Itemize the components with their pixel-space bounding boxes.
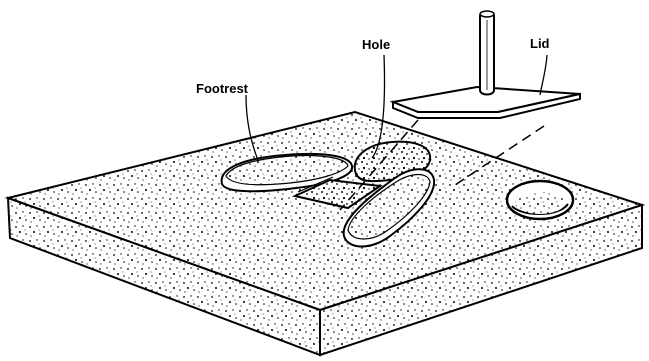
label-footrest: Footrest (196, 81, 249, 96)
label-lid: Lid (530, 36, 550, 51)
lid-leader-line (540, 55, 547, 95)
round-hole (507, 181, 573, 219)
lid (393, 11, 580, 118)
lid-handle-icon (480, 11, 494, 95)
label-hole: Hole (362, 37, 390, 52)
